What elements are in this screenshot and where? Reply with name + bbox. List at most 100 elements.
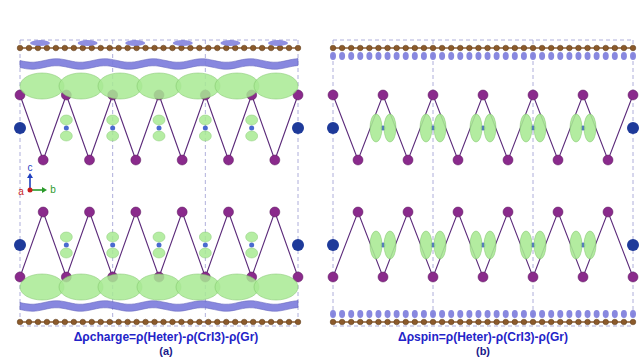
spin-down-surface [412, 52, 418, 60]
carbon-atom [448, 319, 454, 325]
spin-down-surface [530, 310, 536, 318]
carbon-atom [161, 319, 167, 325]
carbon-atom [241, 319, 247, 325]
carbon-atom [339, 319, 345, 325]
charge-accumulation-surface [176, 73, 220, 99]
carbon-atom [125, 45, 131, 51]
carbon-atom [152, 45, 158, 51]
carbon-atom [594, 319, 600, 325]
carbon-atom [125, 319, 131, 325]
spin-down-surface [494, 310, 500, 318]
spin-down-surface [557, 310, 563, 318]
chromium-atom [64, 126, 69, 131]
spin-down-surface [566, 52, 572, 60]
spin-up-surface [434, 114, 446, 142]
iodine-atom [453, 207, 463, 217]
iodine-atom [428, 90, 438, 100]
carbon-atom [457, 45, 463, 51]
charge-accumulation-surface [254, 73, 298, 99]
carbon-atom [17, 45, 23, 51]
spin-up-surface [520, 231, 532, 259]
carbon-atom [71, 45, 77, 51]
carbon-atom [630, 319, 636, 325]
spin-down-surface [630, 52, 636, 60]
carbon-atom [330, 45, 336, 51]
carbon-atom [494, 45, 500, 51]
cr-i-bond [20, 95, 298, 160]
chromium-atom [249, 243, 254, 248]
charge-accumulation-surface [199, 248, 211, 258]
iodine-atom [603, 207, 613, 217]
iodine-atom [628, 90, 638, 100]
carbon-atom [286, 45, 292, 51]
carbon-atom [348, 319, 354, 325]
carbon-atom [188, 319, 194, 325]
carbon-atom [53, 45, 59, 51]
spin-down-surface [403, 52, 409, 60]
spin-down-surface [548, 310, 554, 318]
carbon-atom [295, 319, 301, 325]
spin-down-surface [575, 52, 581, 60]
carbon-atom [277, 319, 283, 325]
spin-down-surface [557, 52, 563, 60]
carbon-atom [214, 45, 220, 51]
cr-i-bond [333, 212, 633, 277]
cell-boundary [333, 40, 334, 326]
iodine-atom [578, 272, 588, 282]
spin-down-surface [512, 52, 518, 60]
charge-depletion-surface [30, 40, 50, 46]
iodine-atom [478, 90, 488, 100]
carbon-atom [467, 45, 473, 51]
spin-up-surface [520, 114, 532, 142]
carbon-atom [26, 319, 32, 325]
carbon-atom [80, 45, 86, 51]
carbon-atom [539, 319, 545, 325]
carbon-atom [521, 319, 527, 325]
carbon-atom [17, 319, 23, 325]
carbon-atom [621, 319, 627, 325]
iodine-atom [603, 155, 613, 165]
spin-down-surface [594, 52, 600, 60]
spin-down-surface [448, 52, 454, 60]
charge-accumulation-surface [137, 274, 181, 300]
carbon-atom [268, 45, 274, 51]
carbon-atom [539, 45, 545, 51]
carbon-atom [421, 319, 427, 325]
cr-i-bond [20, 212, 298, 277]
charge-accumulation-surface [176, 274, 220, 300]
carbon-atom [367, 45, 373, 51]
carbon-atom [134, 45, 140, 51]
charge-accumulation-surface [153, 248, 165, 258]
carbon-atom [268, 319, 274, 325]
spin-up-surface [470, 114, 482, 142]
charge-accumulation-surface [246, 248, 258, 258]
carbon-atom [467, 319, 473, 325]
iodine-atom [38, 207, 48, 217]
b-axis-arrowhead [42, 187, 47, 193]
carbon-atom [197, 45, 203, 51]
carbon-atom [357, 319, 363, 325]
carbon-atom [170, 319, 176, 325]
charge-accumulation-surface [246, 131, 258, 141]
iodine-atom [131, 207, 141, 217]
iodine-atom [38, 155, 48, 165]
spin-down-surface [357, 310, 363, 318]
carbon-atom [89, 319, 95, 325]
carbon-atom [457, 319, 463, 325]
carbon-atom [277, 45, 283, 51]
carbon-atom [403, 319, 409, 325]
carbon-atom [223, 319, 229, 325]
iodine-atom [353, 207, 363, 217]
charge-depletion-surface [78, 40, 98, 46]
spin-down-surface [566, 310, 572, 318]
cell-boundary [633, 40, 634, 326]
carbon-atom [421, 45, 427, 51]
spin-down-surface [475, 52, 481, 60]
spin-down-surface [348, 52, 354, 60]
formula-caption: Δρcharge=ρ(Heter)-ρ(CrI3)-ρ(Gr) [74, 331, 259, 343]
carbon-atom [80, 319, 86, 325]
spin-down-surface [630, 310, 636, 318]
iodine-atom [328, 90, 338, 100]
a-axis-dot [28, 188, 33, 193]
spin-up-surface [484, 114, 496, 142]
